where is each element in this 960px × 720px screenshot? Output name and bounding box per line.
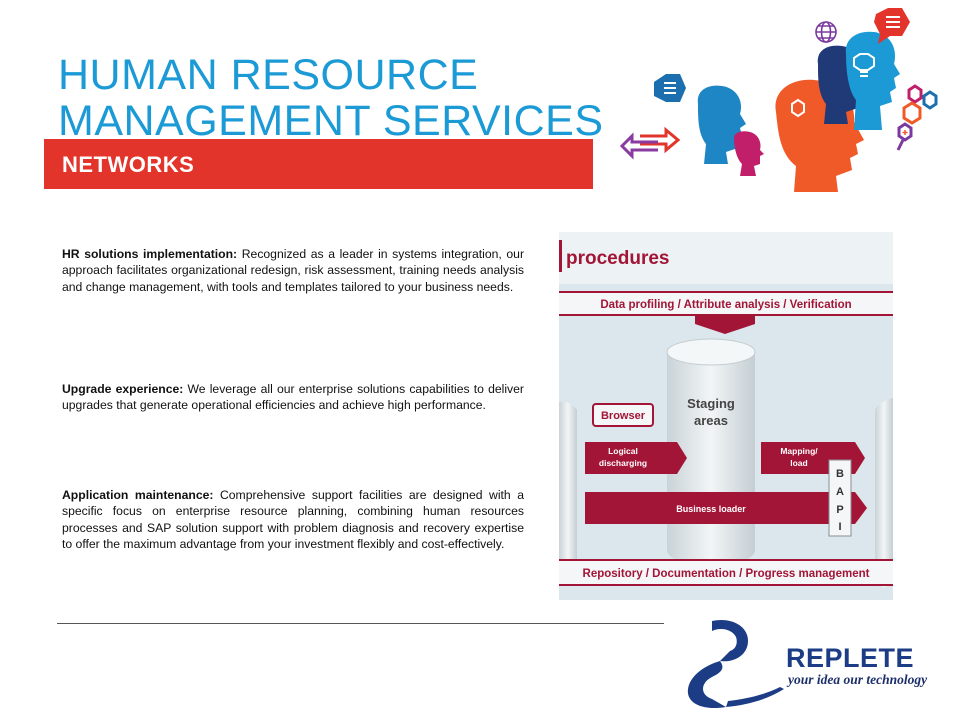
logo-name: REPLETE [786, 643, 915, 673]
section-title: NETWORKS [62, 152, 195, 177]
logical-label-1: Logical [608, 446, 638, 456]
paragraph-maintenance: Application maintenance: Comprehensive s… [62, 487, 524, 552]
globe-icon [815, 21, 837, 43]
mapping-label-2: load [790, 458, 807, 468]
heads-illustration [619, 8, 938, 192]
list-bubble-icon [654, 74, 686, 102]
hexagon-outline-icon [791, 98, 805, 118]
paragraph-text: We leverage all our enterprise solutions… [62, 382, 524, 413]
left-cylinder [559, 401, 577, 585]
paragraph-text: Comprehensive support facilities are des… [62, 488, 525, 551]
bapi-box [828, 459, 852, 537]
mapping-label-1: Mapping/ [780, 446, 818, 456]
right-cylinder [875, 398, 893, 588]
page-title: HUMAN RESOURCE MANAGEMENT SERVICES [58, 52, 618, 144]
paragraph-lead: Application maintenance: [62, 488, 214, 502]
logical-arrow [585, 442, 687, 474]
bottom-bar-text: Repository / Documentation / Progress ma… [583, 568, 870, 580]
replete-logo-mark [687, 619, 784, 709]
staging-label-1: Staging [687, 396, 735, 411]
bapi-letter: B [836, 468, 844, 480]
plus-icon [902, 130, 908, 135]
double-arrow-icon [619, 126, 681, 160]
list-bubble-top-icon [874, 8, 910, 44]
bapi-letter: I [838, 521, 841, 533]
title-line-2: MANAGEMENT SERVICES [58, 97, 604, 145]
logo-tagline: your idea our technology [788, 672, 928, 687]
bapi-letter: P [836, 504, 843, 516]
diagram-title: procedures [566, 248, 669, 269]
title-line-1: HUMAN RESOURCE [58, 51, 479, 99]
paragraph-hr-solutions: HR solutions implementation: Recognized … [62, 246, 524, 295]
paragraph-text: Recognized as a leader in systems integr… [62, 247, 525, 294]
lightbulb-icon [853, 53, 875, 77]
divider-line [57, 623, 664, 624]
staging-label-2: areas [694, 413, 728, 428]
bapi-letter: A [836, 486, 844, 498]
procedures-diagram: procedures Data profiling / Attribute an… [559, 232, 893, 600]
logical-label-2: discharging [599, 458, 647, 468]
paragraph-lead: HR solutions implementation: [62, 247, 238, 261]
browser-box [592, 403, 654, 427]
loader-label: Business loader [676, 504, 746, 514]
hexagon-cluster-icon [896, 84, 938, 151]
paragraph-lead: Upgrade experience: [62, 382, 184, 396]
top-bar-text: Data profiling / Attribute analysis / Ve… [600, 299, 851, 311]
paragraph-upgrade: Upgrade experience: We leverage all our … [62, 381, 524, 414]
browser-label: Browser [601, 410, 646, 422]
teal-head [845, 31, 900, 131]
blue-head [697, 85, 746, 164]
pink-head [734, 131, 764, 176]
section-banner: NETWORKS [44, 139, 593, 189]
down-arrow-icon [695, 316, 755, 334]
loader-arrow [585, 492, 867, 524]
